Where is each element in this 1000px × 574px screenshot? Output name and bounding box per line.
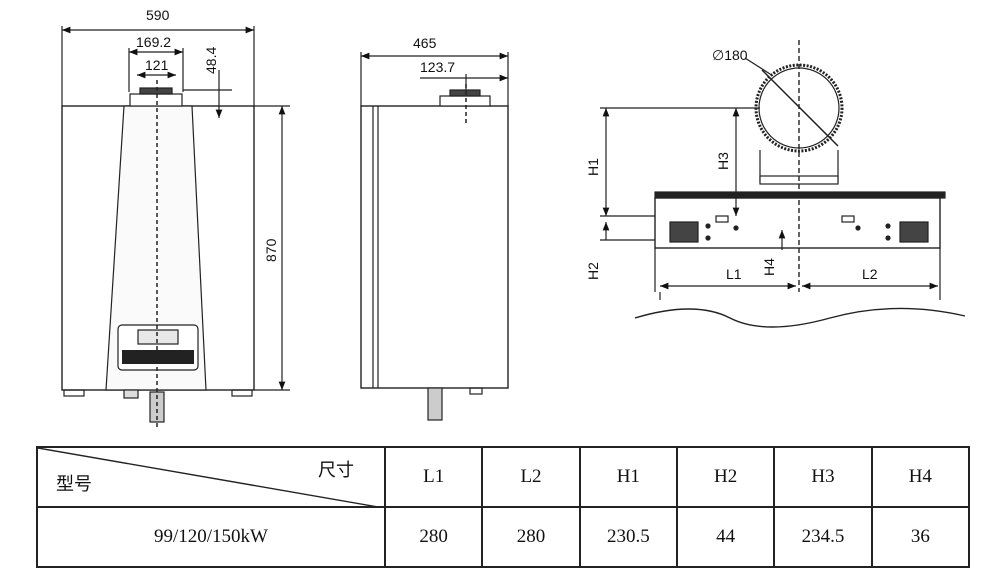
column-header: L1 — [383, 446, 484, 508]
flue-inner-dim-label: 121 — [145, 57, 169, 73]
flue-height-dim-label: 48.4 — [203, 47, 219, 74]
header-model-label: 型号 — [56, 474, 92, 495]
value-cell: 230.5 — [578, 506, 678, 568]
column-header: H3 — [773, 446, 873, 508]
table-corner-cell: 尺寸 型号 — [36, 446, 386, 508]
flue-outer-dim-label: 169.2 — [136, 34, 171, 50]
table-header-row: 尺寸 型号 L1 L2 H1 H2 H3 H4 — [36, 446, 971, 508]
h2-label: H2 — [585, 262, 601, 280]
value-cell: 44 — [675, 506, 776, 568]
h4-label: H4 — [761, 258, 777, 276]
column-header: H4 — [870, 446, 971, 508]
height-dim-label: 870 — [263, 238, 279, 262]
column-header: L2 — [481, 446, 581, 508]
spec-table: 尺寸 型号 L1 L2 H1 H2 H3 H4 99/120/150kW 280… — [36, 446, 971, 568]
header-dimension-label: 尺寸 — [318, 460, 354, 481]
flue-offset-dim-label: 123.7 — [420, 59, 455, 75]
h3-label: H3 — [715, 152, 731, 170]
technical-drawing: 590 169.2 121 48.4 870 465 123.7 — [61, 7, 966, 430]
mounting-bracket — [654, 197, 941, 249]
model-cell: 99/120/150kW — [36, 506, 386, 568]
column-header: H1 — [578, 446, 678, 508]
side-body — [360, 105, 509, 389]
depth-dim-label: 465 — [413, 35, 437, 51]
value-cell: 36 — [870, 506, 971, 568]
install-view — [600, 40, 966, 328]
h1-label: H1 — [585, 158, 601, 176]
side-view — [360, 52, 509, 421]
front-view — [61, 26, 290, 430]
value-cell: 234.5 — [773, 506, 873, 568]
pipe-dia-label: ∅180 — [712, 47, 748, 63]
value-cell: 280 — [383, 506, 484, 568]
value-cell: 280 — [481, 506, 581, 568]
table-row: 99/120/150kW 280 280 230.5 44 234.5 36 — [36, 506, 971, 568]
l1-label: L1 — [726, 266, 742, 282]
l2-label: L2 — [862, 266, 878, 282]
width-dim-label: 590 — [146, 7, 170, 23]
diagonal-divider — [38, 448, 384, 508]
column-header: H2 — [675, 446, 776, 508]
